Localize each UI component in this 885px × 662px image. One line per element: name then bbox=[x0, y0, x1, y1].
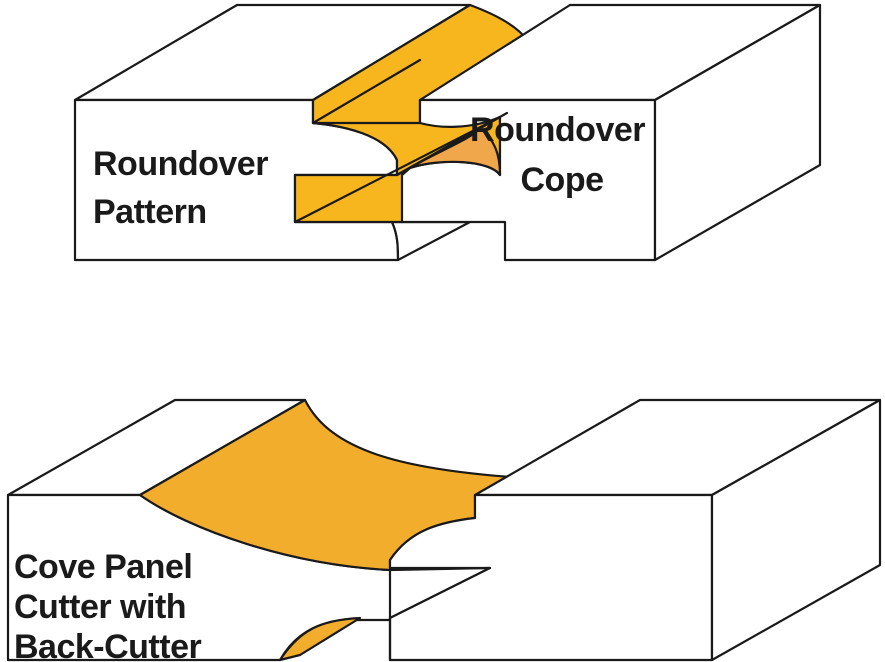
label-cove-panel-cutter: Cove Panel Cutter with Back-Cutter bbox=[14, 548, 201, 662]
pattern-groove-line-1 bbox=[311, 58, 422, 125]
pattern-block-side bbox=[390, 220, 472, 262]
rail-block-side-face bbox=[710, 398, 882, 662]
label-roundover-cope: Roundover Cope bbox=[470, 111, 654, 199]
pattern-groove-line-2 bbox=[293, 115, 502, 224]
label-roundover-pattern: Roundover Pattern bbox=[93, 145, 277, 231]
cove-panel-illustration bbox=[6, 398, 882, 662]
panel-groove-line bbox=[388, 566, 492, 572]
cope-profile-shade bbox=[408, 126, 502, 177]
back-cutter-curve bbox=[278, 616, 362, 662]
cope-block-side-face bbox=[653, 3, 822, 262]
pattern-groove-line-3 bbox=[395, 111, 509, 177]
roundover-joint-illustration bbox=[73, 3, 822, 262]
